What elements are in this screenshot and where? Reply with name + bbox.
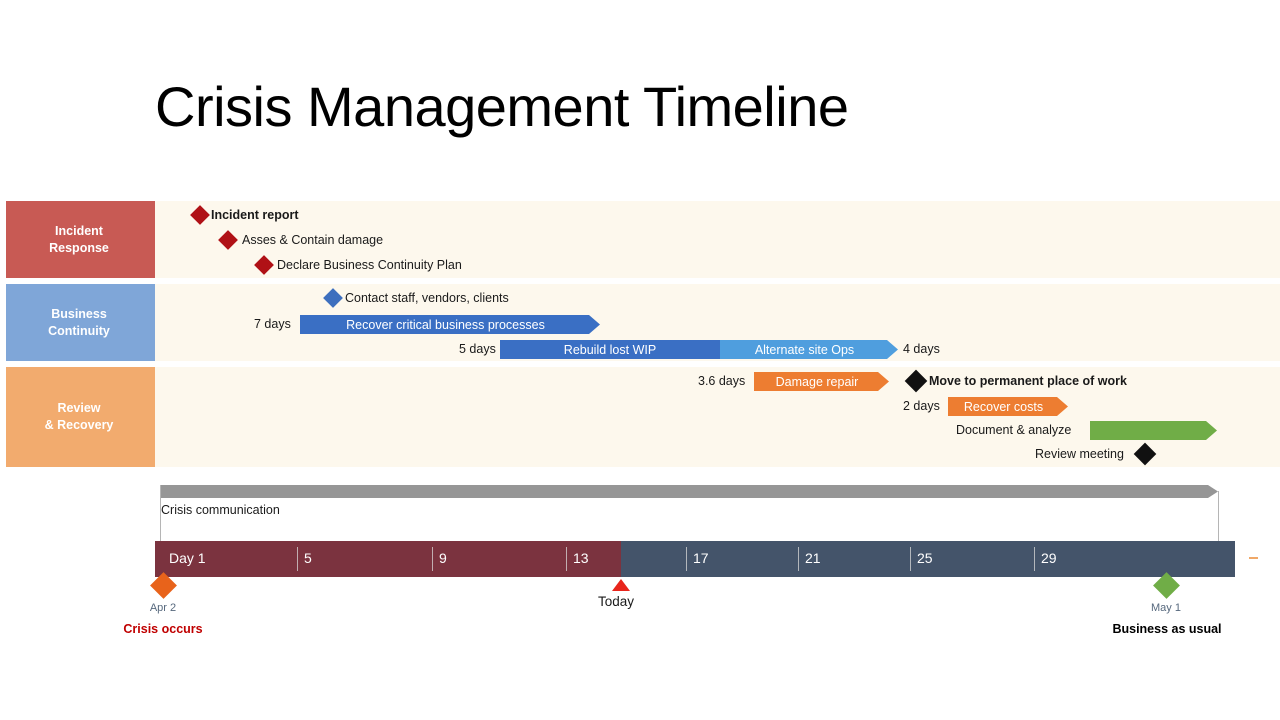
summary-bar-crisis-communication[interactable] [160, 485, 1218, 498]
page-title: Crisis Management Timeline [155, 75, 849, 138]
lane-label-line1: Review [57, 401, 101, 415]
task-bar-document-analyze[interactable] [1090, 421, 1217, 440]
axis-tick-label-6: 25 [917, 550, 933, 566]
axis-tick-7 [1034, 547, 1035, 571]
timeline-axis: Day 1 5 9 13 17 21 25 29 [155, 541, 1235, 577]
lane-accent-business-continuity [152, 284, 155, 361]
axis-tick-5 [798, 547, 799, 571]
today-marker-icon[interactable] [612, 579, 630, 591]
task-bar-rebuild-wip[interactable]: Rebuild lost WIP [500, 340, 720, 359]
task-bar-label-alternate-site: Alternate site Ops [754, 342, 855, 357]
lane-body-review-recovery [155, 367, 1280, 467]
axis-tick-4 [686, 547, 687, 571]
sidebar-item-incident-response[interactable]: Incident Response [6, 201, 152, 278]
summary-label-crisis-communication: Crisis communication [161, 503, 280, 517]
task-bar-label-damage-repair: Damage repair [775, 374, 859, 389]
axis-tick-label-4: 17 [693, 550, 709, 566]
sidebar-item-business-continuity[interactable]: Business Continuity [6, 284, 152, 361]
task-duration-recover-critical: 7 days [254, 317, 291, 331]
task-bar-label-rebuild-wip: Rebuild lost WIP [563, 342, 657, 357]
axis-tick-6 [910, 547, 911, 571]
milestone-label-review-meeting: Review meeting [1035, 447, 1124, 461]
task-bar-damage-repair[interactable]: Damage repair [754, 372, 889, 391]
task-duration-recover-costs: 2 days [903, 399, 940, 413]
task-bar-alternate-site[interactable]: Alternate site Ops [720, 340, 898, 359]
summary-connector-left [160, 485, 161, 541]
milestone-label-move-permanent: Move to permanent place of work [929, 374, 1127, 388]
task-duration-alternate-site: 4 days [903, 342, 940, 356]
axis-tick-2 [432, 547, 433, 571]
lane-accent-incident-response [152, 201, 155, 278]
task-bar-recover-critical[interactable]: Recover critical business processes [300, 315, 600, 334]
axis-tick-label-1: 5 [304, 550, 312, 566]
lane-label-line1: Incident [55, 223, 103, 238]
task-label-document-analyze: Document & analyze [956, 423, 1072, 437]
lane-body-incident-response [155, 201, 1280, 278]
sidebar-item-review-recovery[interactable]: Review & Recovery [6, 367, 152, 467]
task-bar-label-recover-critical: Recover critical business processes [346, 317, 545, 332]
axis-segment-future [621, 541, 1235, 577]
axis-tick-label-2: 9 [439, 550, 447, 566]
end-marker-date: May 1 [1151, 602, 1181, 614]
start-marker-title: Crisis occurs [123, 622, 203, 636]
axis-tick-label-3: 13 [573, 550, 589, 566]
axis-tick-label-7: 29 [1041, 550, 1057, 566]
task-duration-rebuild-wip: 5 days [459, 342, 496, 356]
milestone-label-declare-bcp: Declare Business Continuity Plan [277, 258, 462, 272]
task-bar-label-recover-costs: Recover costs [963, 399, 1044, 414]
axis-segment-past [155, 541, 621, 577]
milestone-label-contact-staff: Contact staff, vendors, clients [345, 291, 509, 305]
axis-tick-1 [297, 547, 298, 571]
milestone-label-asses-contain-damage: Asses & Contain damage [242, 233, 384, 247]
lane-label-line2: Continuity [48, 323, 110, 338]
lane-label-line2: Response [49, 240, 109, 255]
task-bar-recover-costs[interactable]: Recover costs [948, 397, 1068, 416]
milestone-label-incident-report: Incident report [211, 208, 299, 222]
lane-label-line2: & Recovery [44, 418, 114, 432]
end-marker-title: Business as usual [1112, 622, 1222, 636]
task-duration-damage-repair: 3.6 days [698, 374, 746, 388]
axis-tick-label-0: Day 1 [169, 550, 206, 566]
lane-label-line1: Business [51, 306, 107, 321]
axis-end-dash [1249, 557, 1258, 559]
lane-accent-review-recovery [152, 367, 155, 467]
summary-connector-right [1218, 491, 1219, 541]
today-marker-label: Today [598, 594, 635, 609]
start-marker-date: Apr 2 [149, 602, 177, 614]
axis-tick-3 [566, 547, 567, 571]
axis-tick-label-5: 21 [805, 550, 821, 566]
